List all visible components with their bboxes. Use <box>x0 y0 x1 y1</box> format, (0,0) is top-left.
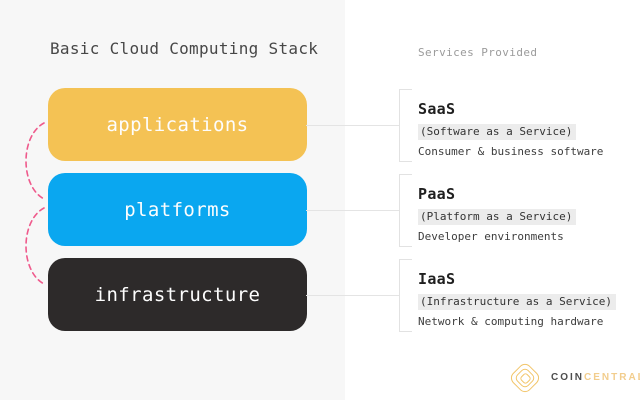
stack-block-label: infrastructure <box>94 283 261 306</box>
diagram-title: Basic Cloud Computing Stack <box>50 39 319 58</box>
service-group-iaas: IaaS (Infrastructure as a Service) Netwo… <box>418 270 633 328</box>
bracket-saas <box>399 89 412 162</box>
service-abbr: IaaS <box>418 270 456 288</box>
service-full-name: (Software as a Service) <box>418 124 577 140</box>
coincentral-logo: COINCENTRAL <box>505 358 640 398</box>
connector-line-infrastructure <box>306 295 400 296</box>
stack-block-platforms: platforms <box>48 173 307 246</box>
stack-block-label: platforms <box>124 198 231 221</box>
service-group-paas: PaaS (Platform as a Service) Developer e… <box>418 185 633 243</box>
service-description: Consumer & business software <box>418 145 604 158</box>
stack-block-applications: applications <box>48 88 307 161</box>
service-full-name: (Infrastructure as a Service) <box>418 294 617 310</box>
bracket-paas <box>399 174 412 247</box>
service-abbr: PaaS <box>418 185 456 203</box>
service-description: Developer environments <box>418 230 564 243</box>
services-provided-label: Services Provided <box>418 46 538 59</box>
service-full-name: (Platform as a Service) <box>418 209 577 225</box>
coincentral-diamond-icon <box>505 358 545 398</box>
connector-line-applications <box>306 125 400 126</box>
logo-word-central: CENTRAL <box>584 372 640 383</box>
service-group-saas: SaaS (Software as a Service) Consumer & … <box>418 100 633 158</box>
service-abbr: SaaS <box>418 100 456 118</box>
service-description: Network & computing hardware <box>418 315 604 328</box>
bracket-iaas <box>399 259 412 332</box>
logo-word-coin: COIN <box>551 372 584 383</box>
connector-line-platforms <box>306 210 400 211</box>
stack-block-infrastructure: infrastructure <box>48 258 307 331</box>
coincentral-wordmark: COINCENTRAL <box>551 372 640 383</box>
stack-block-label: applications <box>106 113 249 136</box>
